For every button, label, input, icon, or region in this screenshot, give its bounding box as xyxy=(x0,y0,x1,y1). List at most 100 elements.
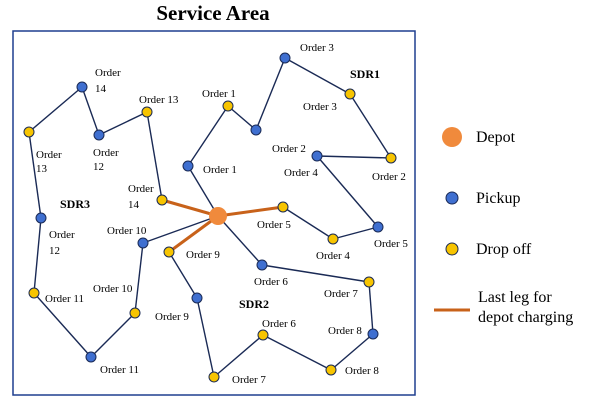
node-label: Order xyxy=(128,183,154,195)
pickup-node xyxy=(279,52,291,64)
node-label: Order 1 xyxy=(202,88,236,100)
diagram-title: Service Area xyxy=(156,1,270,25)
route-edge xyxy=(98,111,148,136)
dropoff-node xyxy=(344,88,356,100)
route-edges xyxy=(28,57,392,378)
route-edge xyxy=(262,334,332,371)
node-label: Order 4 xyxy=(316,250,350,262)
node-label: Order 8 xyxy=(328,325,362,337)
route-edge xyxy=(33,292,92,358)
route-edge xyxy=(213,334,264,378)
node-label: Order 10 xyxy=(93,283,133,295)
dropoff-node xyxy=(325,364,337,376)
route-edge xyxy=(330,333,374,371)
legend-label-pickup: Pickup xyxy=(476,190,520,207)
node-label: Order 4 xyxy=(284,167,318,179)
dropoff-node xyxy=(363,276,375,288)
route-edge xyxy=(28,86,83,133)
route-edge xyxy=(284,57,351,95)
dropoff-node xyxy=(222,100,234,112)
node-label: Order 6 xyxy=(254,276,288,288)
route-edge xyxy=(134,242,144,314)
pickup-node xyxy=(137,237,149,249)
pickup-node xyxy=(372,221,384,233)
route-edge xyxy=(196,297,215,378)
node-label: 14 xyxy=(128,199,140,211)
route-edge xyxy=(282,206,334,240)
legend-pickup-icon xyxy=(445,191,459,205)
route-edge xyxy=(187,105,229,167)
route-edge xyxy=(227,105,257,131)
route-edge xyxy=(168,251,198,299)
route-edge xyxy=(33,217,42,294)
route-edge xyxy=(316,155,392,159)
node-label: Order xyxy=(95,67,121,79)
legend-label-depot: Depot xyxy=(476,129,516,146)
route-edge xyxy=(368,281,374,335)
route-edge xyxy=(146,111,163,201)
route-edge xyxy=(81,86,100,136)
node-label: Order 9 xyxy=(186,249,220,261)
node-label: Order 2 xyxy=(372,171,406,183)
dropoff-node xyxy=(257,329,269,341)
legend-label-dropoff: Drop off xyxy=(476,241,532,258)
pickup-node xyxy=(191,292,203,304)
dropoff-node xyxy=(141,106,153,118)
pickup-node xyxy=(182,160,194,172)
route-nodes xyxy=(23,52,397,383)
node-label: Order 9 xyxy=(155,311,189,323)
dropoff-node xyxy=(23,126,35,138)
route-edge xyxy=(255,57,286,131)
node-label: Order xyxy=(36,149,62,161)
dropoff-node xyxy=(163,246,175,258)
pickup-node xyxy=(35,212,47,224)
region-label: SDR2 xyxy=(239,297,269,311)
node-label: Order 10 xyxy=(107,225,147,237)
route-edge xyxy=(142,215,219,244)
pickup-node xyxy=(250,124,262,136)
node-label: Order 8 xyxy=(345,365,379,377)
node-label: 14 xyxy=(95,83,107,95)
legend-label-charging-line2: depot charging xyxy=(478,309,573,326)
node-label: Order 1 xyxy=(203,164,237,176)
legend-depot-icon xyxy=(442,127,462,147)
pickup-node xyxy=(85,351,97,363)
dropoff-node xyxy=(208,371,220,383)
dropoff-node xyxy=(28,287,40,299)
node-label: Order 3 xyxy=(303,101,337,113)
dropoff-node xyxy=(156,194,168,206)
node-label: Order 2 xyxy=(272,143,306,155)
node-label: Order 13 xyxy=(139,94,179,106)
route-edge xyxy=(316,155,379,228)
node-label: Order xyxy=(93,147,119,159)
pickup-node xyxy=(256,259,268,271)
charging-edge xyxy=(168,214,219,254)
route-edge xyxy=(28,131,42,219)
depot-node xyxy=(209,207,227,225)
route-edge xyxy=(90,312,136,358)
dropoff-node xyxy=(385,152,397,164)
region-label: SDR1 xyxy=(350,67,380,81)
legend-label-charging: Last leg for xyxy=(478,289,552,306)
route-edge xyxy=(261,264,370,283)
node-label: Order xyxy=(49,229,75,241)
node-label: 13 xyxy=(36,163,48,175)
node-label: 12 xyxy=(49,245,60,257)
route-edge xyxy=(217,215,263,266)
charging-edge xyxy=(217,205,284,218)
pickup-node xyxy=(93,129,105,141)
node-label: Order 11 xyxy=(45,293,84,305)
node-label: Order 5 xyxy=(257,219,291,231)
node-label: Order 7 xyxy=(324,288,358,300)
node-label: Order 11 xyxy=(100,364,139,376)
service-area-border xyxy=(12,30,416,396)
route-edge xyxy=(332,226,379,240)
pickup-node xyxy=(76,81,88,93)
dropoff-node xyxy=(129,307,141,319)
region-label: SDR3 xyxy=(60,197,90,211)
route-edge xyxy=(187,165,219,217)
dropoff-node xyxy=(327,233,339,245)
